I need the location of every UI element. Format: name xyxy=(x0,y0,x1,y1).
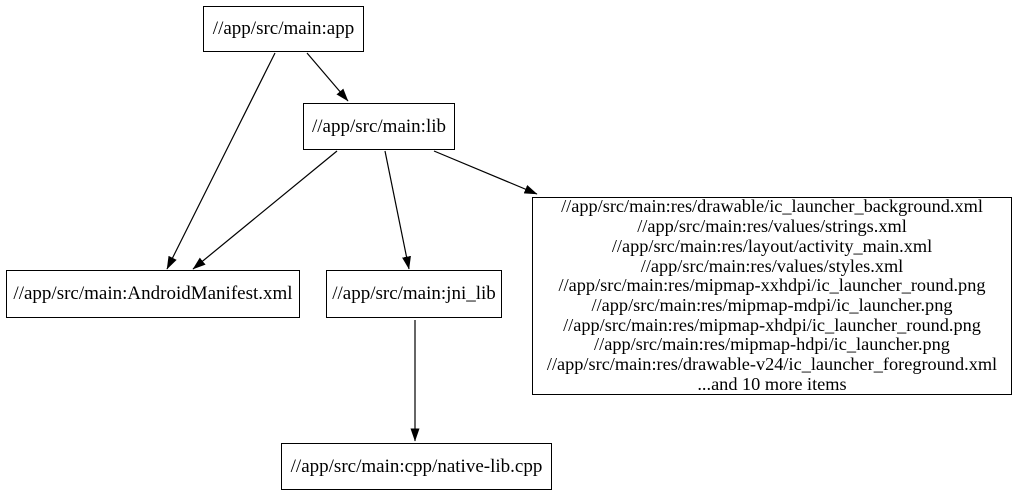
node-app: //app/src/main:app xyxy=(203,6,364,52)
edge-lib-to-androidmanifest xyxy=(192,150,338,270)
edge-app-to-androidmanifest xyxy=(166,52,276,270)
resource-line: //app/src/main:res/values/styles.xml xyxy=(640,255,904,276)
resource-line: //app/src/main:res/drawable/ic_launcher_… xyxy=(561,196,983,217)
edge-app-to-lib xyxy=(306,52,349,102)
node-lib: //app/src/main:lib xyxy=(303,103,455,150)
resource-line: //app/src/main:res/values/strings.xml xyxy=(637,216,907,237)
resource-line: //app/src/main:res/drawable-v24/ic_launc… xyxy=(546,354,998,375)
node-androidmanifest: //app/src/main:AndroidManifest.xml xyxy=(6,270,300,318)
node-resources-group: //app/src/main:res/drawable/ic_launcher_… xyxy=(532,197,1012,395)
edge-lib-to-jnilib xyxy=(384,150,411,270)
resource-line-more: ...and 10 more items xyxy=(697,373,847,394)
resource-line: //app/src/main:res/mipmap-hdpi/ic_launch… xyxy=(594,334,950,355)
resource-line: //app/src/main:res/layout/activity_main.… xyxy=(611,235,933,256)
node-cpp-native-lib: //app/src/main:cpp/native-lib.cpp xyxy=(281,443,552,490)
resource-line: //app/src/main:res/mipmap-mdpi/ic_launch… xyxy=(591,295,953,315)
resource-line: //app/src/main:res/mipmap-xxhdpi/ic_laun… xyxy=(558,275,986,296)
resource-line: //app/src/main:res/mipmap-xhdpi/ic_launc… xyxy=(563,314,981,335)
node-jni-lib: //app/src/main:jni_lib xyxy=(326,270,502,318)
edge-lib-to-resources xyxy=(433,150,538,195)
